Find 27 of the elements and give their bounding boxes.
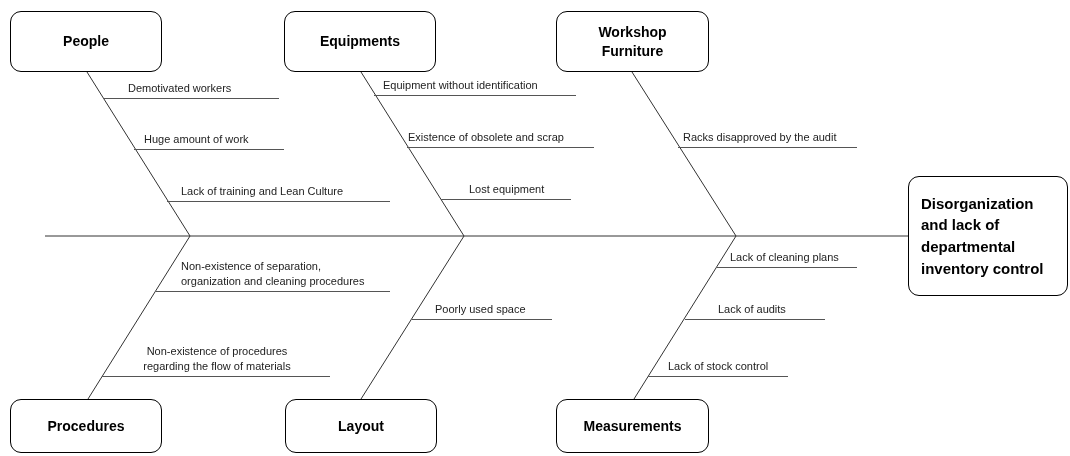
bone-line: [87, 235, 191, 400]
bone-line: [360, 235, 465, 400]
category-box: Layout: [285, 399, 437, 453]
bone-line: [360, 71, 465, 237]
cause-label: Lack of cleaning plans: [717, 250, 857, 268]
bone-line: [633, 235, 737, 400]
cause-label: Huge amount of work: [134, 132, 284, 150]
cause-label: Lack of audits: [685, 302, 825, 320]
effect-box: Disorganization and lack of departmental inventory control: [908, 176, 1068, 296]
cause-label: Racks disapproved by the audit: [678, 130, 857, 148]
category-box: Equipments: [284, 11, 436, 72]
category-box: Procedures: [10, 399, 162, 453]
cause-label: Non-existence of procedures regarding the flow of materials: [102, 344, 330, 377]
category-box: Workshop Furniture: [556, 11, 709, 72]
bone-line: [631, 71, 737, 237]
cause-label: Poorly used space: [412, 302, 552, 320]
cause-label: Non-existence of separation, organization and cleaning procedures: [156, 259, 390, 292]
cause-label: Demotivated workers: [103, 81, 279, 99]
cause-label: Lack of training and Lean Culture: [167, 184, 390, 202]
cause-label: Existence of obsolete and scrap: [407, 130, 594, 148]
spine-line: [44, 235, 909, 237]
category-box: People: [10, 11, 162, 72]
cause-label: Lack of stock control: [648, 359, 788, 377]
cause-label: Equipment without identification: [374, 78, 576, 96]
bone-line: [86, 71, 191, 237]
category-box: Measurements: [556, 399, 709, 453]
cause-label: Lost equipment: [441, 182, 571, 200]
